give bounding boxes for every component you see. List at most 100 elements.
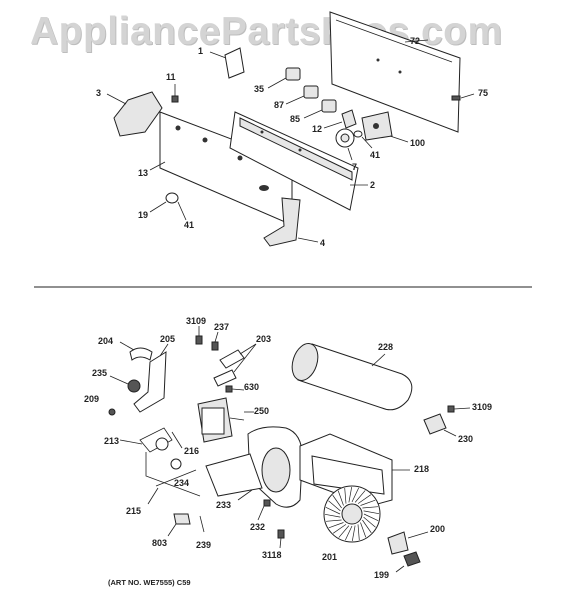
callout-3118: 3118 <box>262 550 282 560</box>
part-228-duct <box>291 343 413 411</box>
part-75-screw <box>451 93 475 101</box>
wheel-fin <box>325 507 341 515</box>
part-215-belt-arm <box>147 469 197 505</box>
part-204-clamp <box>119 341 153 361</box>
part-250-motor <box>197 397 254 443</box>
part-3109-screw <box>195 326 203 345</box>
part-203-clips <box>213 343 257 387</box>
wheel-fin <box>325 519 342 522</box>
callout-200: 200 <box>430 524 446 534</box>
part-12-clip <box>323 109 357 129</box>
callout-87: 87 <box>274 100 285 110</box>
callout-100: 100 <box>410 138 426 148</box>
wheel-fin <box>338 525 350 538</box>
callout-205: 205 <box>160 334 176 344</box>
part-218-housing <box>299 433 410 507</box>
part-7-knob <box>335 128 355 161</box>
callout-199: 199 <box>374 570 390 580</box>
part-4-bracket <box>263 197 301 247</box>
callout-4: 4 <box>320 238 326 248</box>
part-85-switch <box>303 99 337 119</box>
callout-19: 19 <box>138 210 149 220</box>
part-200-bracket <box>387 531 429 555</box>
callout-203: 203 <box>256 334 272 344</box>
part-11-screw <box>171 84 179 103</box>
part-216-spring <box>171 431 183 449</box>
part-239-pin <box>199 515 205 533</box>
part-233-blower-housing <box>205 426 303 508</box>
callout-75: 75 <box>478 88 489 98</box>
callout-3: 3 <box>96 88 102 98</box>
wheel-fin <box>337 490 344 506</box>
wheel-fin <box>348 486 353 503</box>
part-232-screw <box>257 499 271 521</box>
callout-250: 250 <box>254 406 270 416</box>
callout-3109: 3109 <box>186 316 207 326</box>
callout-234: 234 <box>174 478 190 488</box>
callout-1: 1 <box>198 46 204 56</box>
wheel-fin <box>363 516 376 528</box>
callout-41: 41 <box>370 150 381 160</box>
callout-41: 41 <box>184 220 195 230</box>
callout-13: 13 <box>138 168 149 178</box>
part-201-blower-wheel <box>323 485 381 543</box>
callout-230: 230 <box>458 434 474 444</box>
callout-630: 630 <box>244 382 260 392</box>
callout-237: 237 <box>214 322 230 332</box>
part-41-clip <box>353 130 373 149</box>
wheel-fin <box>344 487 347 504</box>
wheel-fin <box>351 525 356 542</box>
part-199-screw <box>395 551 421 573</box>
part-803-clip <box>167 513 191 537</box>
callout-239: 239 <box>196 540 212 550</box>
callout-35: 35 <box>254 84 265 94</box>
callout-85: 85 <box>290 114 301 124</box>
callout-235: 235 <box>92 368 108 378</box>
callout-2: 2 <box>370 180 376 190</box>
part-35-switch <box>267 67 301 89</box>
part-237-screw <box>211 331 219 351</box>
callout-209: 209 <box>84 394 100 404</box>
wheel-fin <box>324 513 341 518</box>
wheel-fin <box>332 524 347 534</box>
callout-12: 12 <box>312 124 323 134</box>
wheel-fin <box>362 519 372 534</box>
wheel-fin <box>362 506 379 509</box>
callout-232: 232 <box>250 522 266 532</box>
wheel-fin <box>354 490 366 503</box>
part-72-backsplash <box>329 11 461 133</box>
wheel-fin <box>357 494 372 504</box>
wheel-fin <box>357 524 360 541</box>
part-234-pulley <box>170 458 182 470</box>
part-19-clip <box>165 192 179 204</box>
callout-228: 228 <box>378 342 394 352</box>
wheel-fin <box>360 522 367 538</box>
part-209-nut <box>108 408 116 416</box>
wheel-fin <box>345 525 353 541</box>
wheel-fin <box>363 513 379 521</box>
callout-72: 72 <box>410 36 421 46</box>
wheel-fin <box>332 494 342 509</box>
callout-3109-right: 3109 <box>472 402 493 412</box>
wheel-fin <box>328 522 344 529</box>
callout-216: 216 <box>184 446 200 456</box>
art-code: C59 <box>176 578 191 587</box>
callout-803: 803 <box>152 538 168 548</box>
art-number-caption: (ART NO. WE7555) C59 <box>108 578 191 587</box>
part-630-screw <box>225 385 245 393</box>
part-3-end-cap <box>113 91 163 137</box>
part-100-timer <box>361 111 409 143</box>
wheel-fin <box>360 499 376 506</box>
part-213-idler-assembly <box>119 427 201 497</box>
callout-215: 215 <box>126 506 142 516</box>
callout-213: 213 <box>104 436 120 446</box>
callout-11: 11 <box>166 72 176 82</box>
callout-218: 218 <box>414 464 430 474</box>
callout-7: 7 <box>352 162 358 172</box>
callout-233: 233 <box>216 500 232 510</box>
part-1-label-card <box>224 47 245 79</box>
callout-204: 204 <box>98 336 114 346</box>
art-number: (ART NO. WE7555) <box>108 578 175 587</box>
